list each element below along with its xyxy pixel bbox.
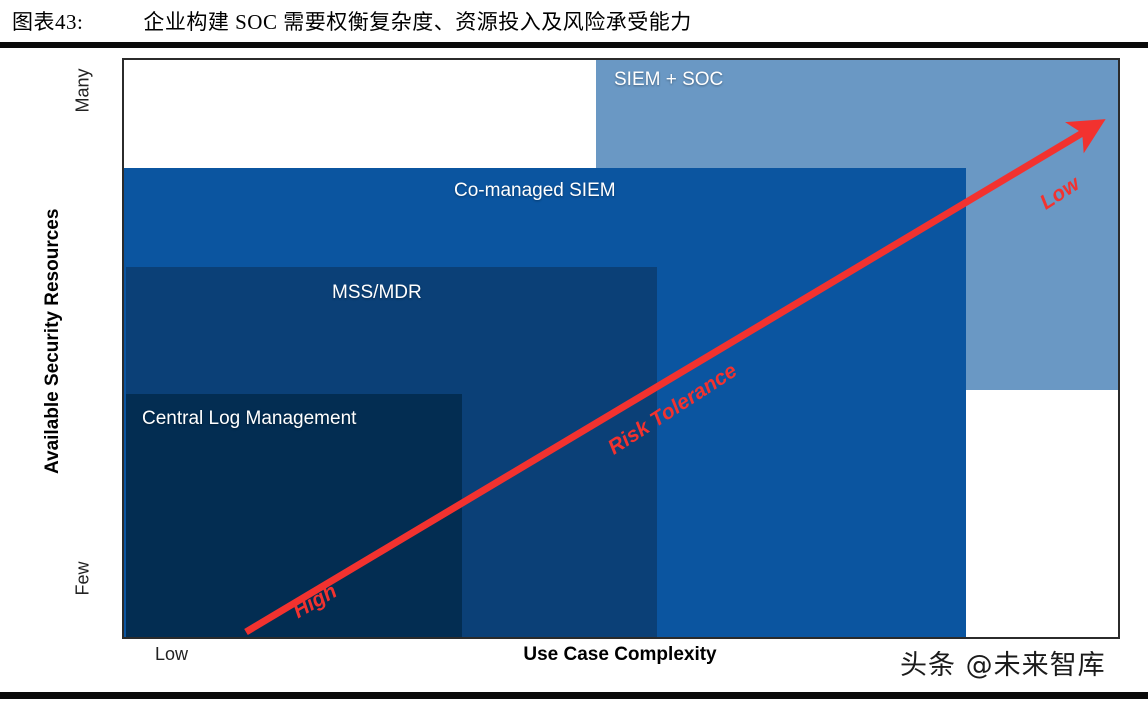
- region-label-comanaged-siem: Co-managed SIEM: [454, 180, 616, 201]
- y-axis-tick-few: Few: [72, 561, 93, 596]
- plot-area: SIEM + SOC Co-managed SIEM MSS/MDR Centr…: [122, 58, 1120, 639]
- region-label-mss-mdr: MSS/MDR: [332, 282, 422, 303]
- figure-caption-label: 图表43:: [12, 10, 84, 34]
- figure-caption-text: 企业构建 SOC 需要权衡复杂度、资源投入及风险承受能力: [143, 10, 692, 34]
- bottom-divider: [0, 692, 1148, 699]
- x-axis-title: Use Case Complexity: [523, 644, 717, 665]
- figure-canvas: Available Security Resources Many Few Us…: [0, 48, 1148, 692]
- y-axis-title: Available Security Resources: [42, 208, 63, 474]
- y-axis-tick-many: Many: [72, 68, 93, 113]
- x-axis-tick-low: Low: [155, 644, 189, 664]
- top-divider: [0, 42, 1148, 48]
- watermark: 头条 @未来智库: [900, 650, 1106, 681]
- figure-caption: 图表43: 企业构建 SOC 需要权衡复杂度、资源投入及风险承受能力: [0, 0, 1148, 42]
- region-label-central-log-management: Central Log Management: [142, 408, 357, 429]
- region-label-siem-soc: SIEM + SOC: [614, 69, 724, 90]
